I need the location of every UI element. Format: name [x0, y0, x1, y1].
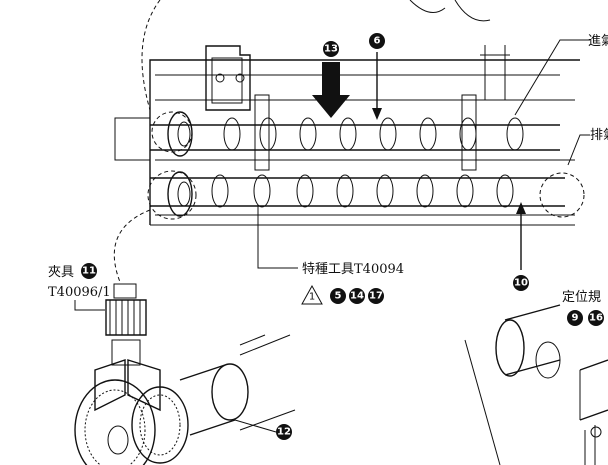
- callout-11: 11: [82, 266, 96, 277]
- label-locator: 定位規: [562, 290, 601, 305]
- callout-9: 9: [572, 313, 579, 324]
- timing-bracket: [205, 45, 251, 111]
- callout-13: 13: [324, 44, 338, 55]
- label-intake: 進氣: [588, 34, 608, 49]
- callout-12-group: 12: [234, 419, 292, 440]
- gear-assembly-lower-left: [74, 334, 296, 465]
- label-clamp-code: T40096/1: [48, 285, 111, 300]
- camshaft-end-gears: [147, 111, 585, 220]
- exhaust-cam-lobes: [211, 174, 514, 208]
- warning-and-steps: 1 5 14 17: [301, 284, 384, 305]
- top-right-leaders: [514, 39, 590, 166]
- clamp-code-leader: [74, 300, 105, 311]
- exhaust-camshaft: [150, 174, 565, 208]
- cylinder-head-outline: [114, 45, 580, 226]
- top-decor-curves: [141, 0, 491, 111]
- tool-leader: [257, 205, 298, 269]
- arrow-6: 6: [369, 33, 385, 120]
- label-clamp: 夾具: [48, 265, 74, 280]
- arrow-13: 13: [312, 41, 350, 118]
- callout-11-group: 11: [81, 263, 97, 279]
- clamp-leader-dashed: [113, 209, 151, 283]
- locator-gauge-drawing: [464, 304, 608, 465]
- label-exhaust: 排氣: [590, 128, 608, 143]
- arrow-10: 10: [513, 202, 529, 291]
- callouts-9-16: 9 16: [567, 310, 604, 326]
- intake-camshaft: [150, 94, 560, 171]
- clamp-tool-drawing: [94, 283, 161, 412]
- label-special-tool: 特種工具T40094: [302, 261, 404, 277]
- callout-12: 12: [277, 427, 291, 438]
- callout-10: 10: [514, 278, 528, 289]
- callout-6: 6: [374, 36, 381, 47]
- warning-number: 1: [309, 292, 315, 303]
- callout-5: 5: [335, 291, 342, 302]
- callout-14: 14: [350, 291, 364, 302]
- callout-16: 16: [589, 313, 603, 324]
- callout-17: 17: [369, 291, 383, 302]
